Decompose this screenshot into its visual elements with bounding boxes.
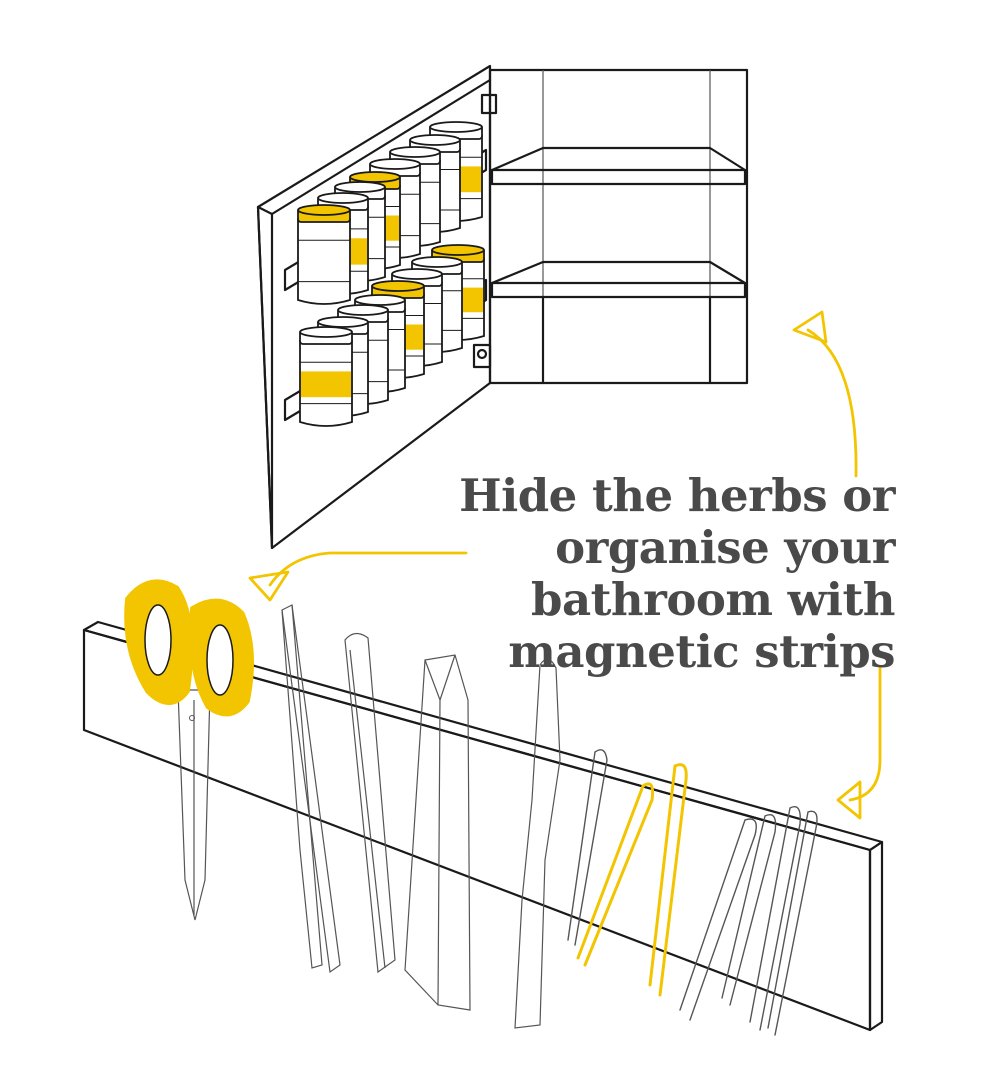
bobby-pin — [679, 818, 757, 1021]
bobby-pin-icon — [567, 749, 818, 1036]
headline-line-1: Hide the herbs or — [459, 469, 895, 522]
tweezers-icon — [281, 604, 561, 1029]
spice-jar — [297, 204, 351, 305]
spice-jar-icon — [297, 121, 485, 427]
headline-line-3: bathroom with — [531, 573, 895, 626]
headline-line-2: organise your — [555, 521, 895, 574]
arrows — [248, 310, 882, 820]
headline-line-4: magnetic strips — [508, 625, 895, 678]
bobby-pin — [721, 814, 777, 1006]
magnetic-strip-icon — [82, 620, 884, 1032]
headline: Hide the herbs or organise your bathroom… — [430, 470, 895, 678]
spice-jar — [299, 326, 353, 427]
bobby-pin — [749, 806, 801, 1031]
bobby-pin — [576, 782, 655, 967]
bobby-pin — [648, 763, 688, 997]
scissors-icon — [124, 579, 254, 921]
bobby-pin — [567, 749, 608, 946]
bobby-pin — [767, 810, 818, 1036]
